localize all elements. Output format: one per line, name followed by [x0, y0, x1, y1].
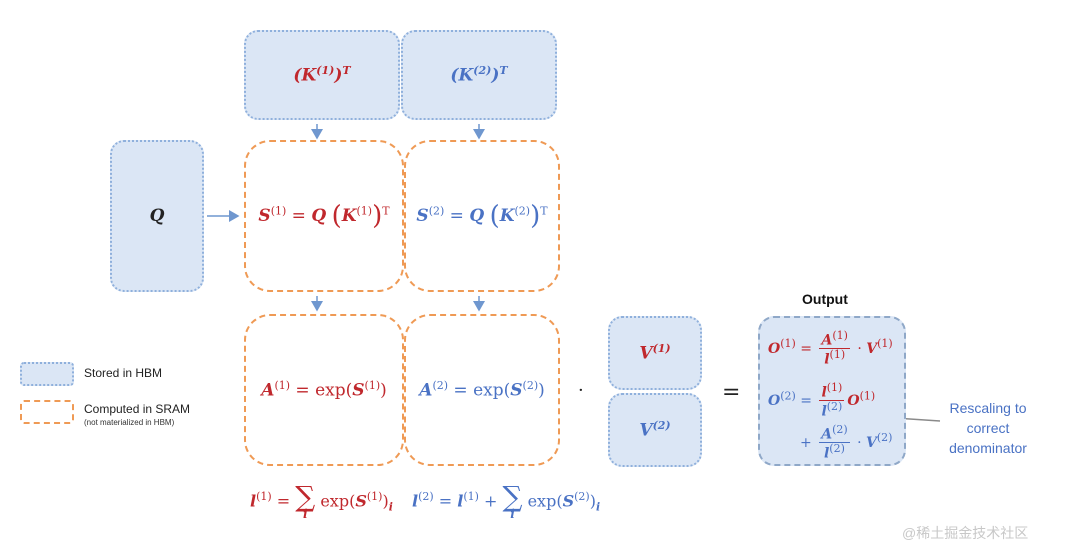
output-block: O(1) = A(1)l(1) · V(1) O(2) = l(1)l(2)O(… — [758, 316, 906, 466]
k1-transpose-block: (K(1))T — [244, 30, 400, 120]
q-label: Q — [149, 206, 165, 226]
output-o2-formula: O(2) = l(1)l(2)O(1) — [768, 381, 876, 420]
legend-hbm-label: Stored in HBM — [84, 366, 163, 380]
dot-operator: · — [578, 380, 584, 401]
k1-transpose-label: (K(1))T — [293, 64, 351, 86]
rescaling-annotation: Rescaling to correct denominator — [938, 398, 1038, 458]
s2-label: S(2) = Q (K(2))T — [416, 201, 548, 231]
v1-block: V(1) — [608, 316, 702, 390]
l1-formula: l(1) = ∑i exp(S(1))i — [250, 480, 393, 522]
legend-sram-label: Computed in SRAM — [84, 402, 191, 416]
v2-block: V(2) — [608, 393, 702, 467]
legend-sram-swatch — [20, 400, 74, 424]
q-block: Q — [110, 140, 204, 292]
v2-label: V(2) — [639, 419, 671, 441]
watermark: @稀土掘金技术社区 — [902, 525, 1029, 541]
output-title: Output — [802, 291, 848, 307]
legend-sram-note: (not materialized in HBM) — [84, 418, 175, 427]
legend-hbm-swatch — [20, 362, 74, 386]
k2-transpose-label: (K(2))T — [450, 64, 508, 86]
a2-block: A(2) = exp(S(2)) — [404, 314, 560, 466]
annotation-line-3: denominator — [949, 440, 1027, 456]
a1-label: A(1) = exp(S(1)) — [261, 379, 387, 401]
annotation-line-1: Rescaling to — [949, 400, 1027, 416]
k2-transpose-block: (K(2))T — [401, 30, 557, 120]
s2-block: S(2) = Q (K(2))T — [404, 140, 560, 292]
equals-operator: = — [722, 380, 741, 405]
a1-block: A(1) = exp(S(1)) — [244, 314, 404, 466]
l2-formula: l(2) = l(1) + ∑i exp(S(2))i — [412, 480, 601, 522]
output-o2-second-term: + A(2)l(2) · V(2) — [800, 423, 893, 462]
a2-label: A(2) = exp(S(2)) — [419, 379, 545, 401]
s1-block: S(1) = Q (K(1))T — [244, 140, 404, 292]
annotation-line-2: correct — [966, 420, 1010, 436]
s1-label: S(1) = Q (K(1))T — [258, 201, 390, 231]
output-o1-formula: O(1) = A(1)l(1) · V(1) — [768, 329, 893, 368]
v1-label: V(1) — [639, 342, 671, 364]
